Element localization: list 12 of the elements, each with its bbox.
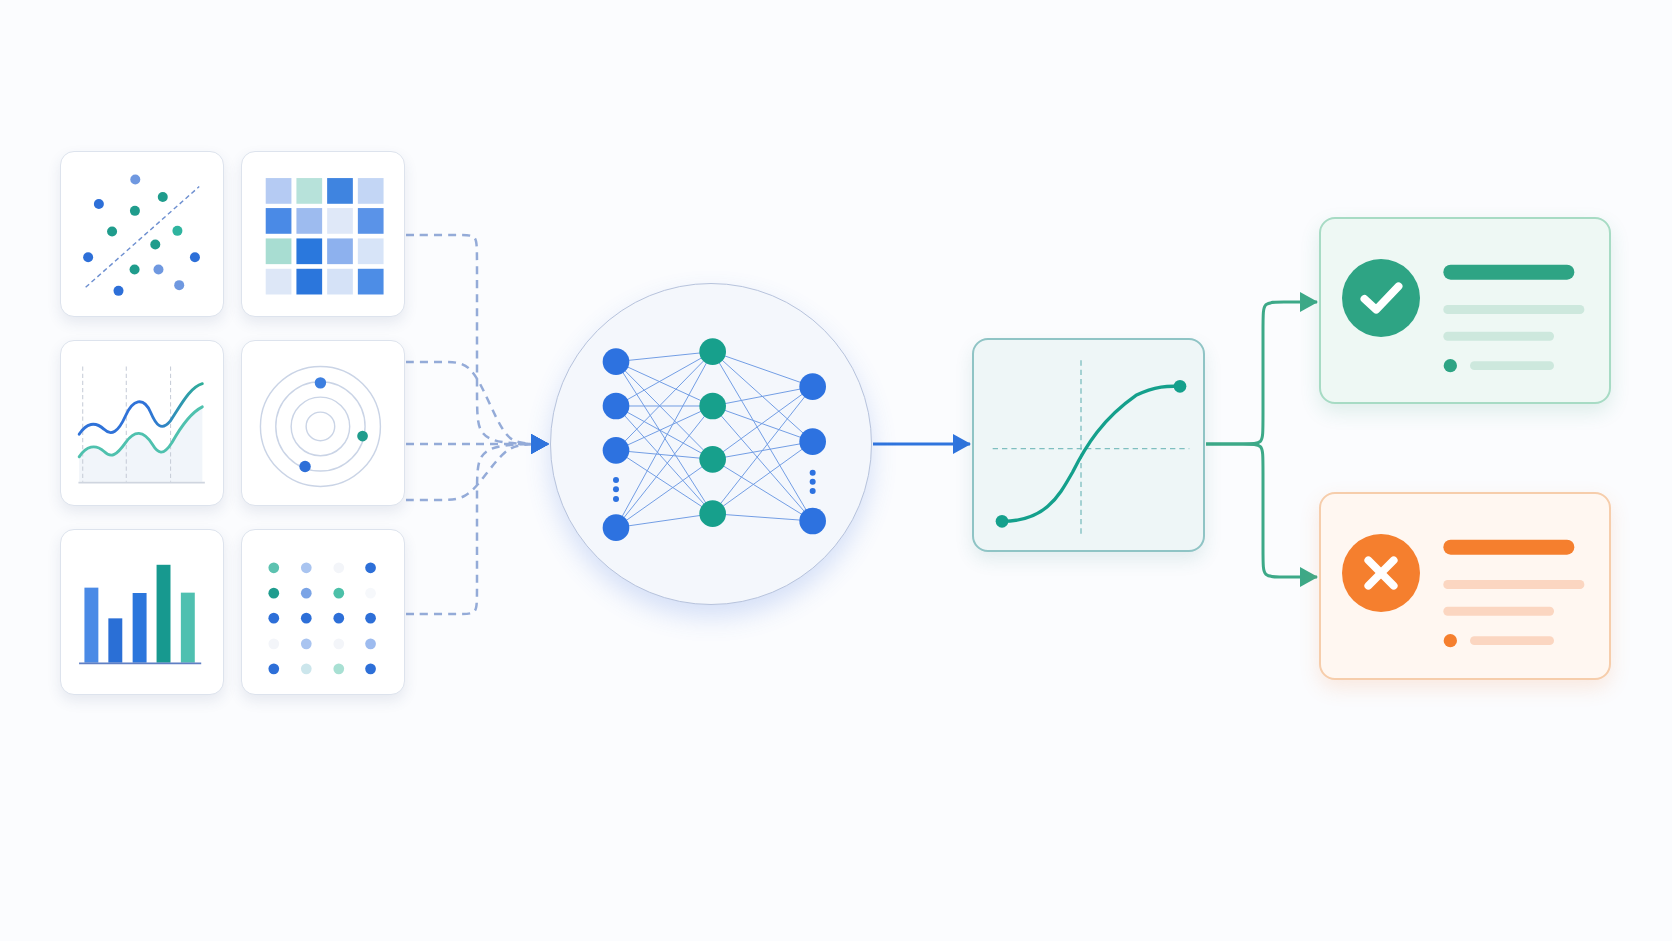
bar-chart-card	[60, 529, 224, 695]
result-card	[1319, 217, 1611, 404]
result-card	[1319, 492, 1611, 680]
concentric-circles-card	[241, 340, 405, 506]
heatmap-card	[241, 151, 405, 317]
arrow	[1206, 442, 1318, 587]
scatter-plot-card	[60, 151, 224, 317]
line-chart-card	[60, 340, 224, 506]
dashed-arrow	[406, 434, 549, 616]
dot-grid-card	[241, 529, 405, 695]
s-curve-card	[972, 338, 1205, 552]
arrow	[873, 434, 971, 454]
